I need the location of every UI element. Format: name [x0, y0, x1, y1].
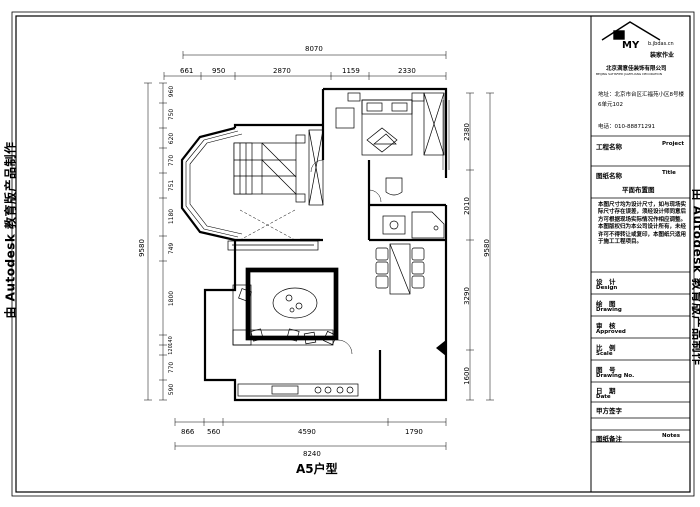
company-name-en: BEIJING SATISFIED JIAZHUANG DECORATION	[596, 72, 662, 76]
dim-bottom-4: 1790	[405, 428, 423, 436]
dim-right-3: 3290	[462, 287, 471, 305]
plan-title: A5户型	[296, 462, 338, 476]
drawing-name-label: 图纸名称	[596, 172, 622, 180]
ceiling-light	[239, 209, 296, 241]
logo-url: b.jbdas.cn	[648, 41, 674, 47]
company-name: 北京满意佳装饰有限公司	[606, 66, 667, 72]
title-block-rules	[591, 135, 690, 443]
edge-stamp-right: 由 Autodesk 教育版产品制作	[690, 189, 700, 366]
edge-stamp-left: 由 Autodesk 教育版产品制作	[3, 141, 18, 319]
entrance-arrow	[436, 340, 446, 356]
drawing-label: 绘 图	[596, 300, 616, 308]
dim-left-4: 770	[168, 154, 176, 167]
date-en: Date	[596, 394, 611, 400]
inner-border	[15, 15, 691, 493]
dim-bottom-2: 560	[207, 428, 221, 436]
dim-bottom-3: 4590	[298, 428, 316, 436]
dim-right-2: 2010	[462, 197, 471, 215]
drawing-name-en: Title	[662, 170, 676, 176]
dim-bottom-total: 8240	[303, 450, 321, 458]
dim-top-4: 1159	[342, 67, 360, 75]
title-block-frame	[590, 15, 691, 493]
logo-tagline: 装家作业	[650, 52, 675, 59]
right-dimensions	[466, 92, 494, 401]
dim-bottom-1: 866	[181, 428, 195, 436]
dim-left-12: 590	[168, 383, 176, 396]
dim-right-total: 9580	[482, 239, 491, 257]
dim-left-1: 960	[168, 85, 176, 98]
client-signature-label: 甲方签字	[596, 407, 622, 415]
drawing-notes-label: 图纸备注	[596, 435, 622, 443]
bay-window	[185, 130, 243, 238]
dim-top-5: 2330	[398, 67, 416, 75]
company-address: 地址：北京市台区汇福苑小区8号楼6单元102	[598, 92, 685, 109]
dim-left-5: 751	[168, 179, 176, 192]
wardrobe-master	[308, 129, 324, 206]
tv-cabinet	[227, 240, 319, 251]
dim-left-8: 1800	[168, 290, 176, 307]
notes-text: 本图尺寸均为设计尺寸，如与现场实际尺寸存在误差，须经设计师同意后方可根据现场实际…	[598, 202, 687, 246]
design-label: 设 计	[596, 278, 616, 286]
dim-left-2: 750	[168, 108, 176, 121]
dim-left-total: 9580	[137, 239, 146, 257]
dim-left-11: 770	[168, 361, 176, 374]
door-swings	[310, 159, 382, 355]
bathroom-fixtures	[382, 177, 445, 239]
dining-table	[375, 243, 425, 295]
dim-top-3: 2870	[273, 67, 291, 75]
left-dimensions	[144, 82, 167, 401]
scale-en: Scale	[596, 351, 613, 357]
company-logo	[601, 21, 661, 41]
drawing-en: Drawing	[596, 307, 622, 313]
drawing-notes-en: Notes	[662, 433, 681, 439]
sheet-border	[11, 11, 695, 497]
approved-label: 审 核	[596, 322, 616, 330]
top-dimensions	[163, 51, 447, 80]
dim-top-2: 950	[212, 67, 226, 75]
window-lines-right	[442, 100, 450, 170]
project-label: 工程名称	[596, 143, 622, 151]
dim-left-3: 620	[168, 132, 176, 145]
dim-left-10: 120	[167, 345, 174, 355]
design-en: Design	[596, 285, 618, 291]
kitchen-counter	[237, 383, 359, 397]
project-en: Project	[662, 141, 685, 147]
dim-left-7: 749	[168, 242, 176, 255]
scale-label: 比 例	[596, 344, 616, 352]
drawing-no-en: Drawing No.	[596, 373, 635, 379]
dim-top-1: 661	[180, 67, 194, 75]
bottom-dimensions	[174, 418, 447, 450]
drawing-no-label: 图 号	[596, 366, 616, 374]
dim-top-total: 8070	[305, 45, 323, 53]
living-sofa	[232, 267, 339, 346]
logo-text: MY	[622, 40, 640, 51]
dim-right-1: 2380	[462, 123, 471, 141]
date-label: 日 期	[596, 387, 616, 395]
approved-en: Approved	[596, 329, 626, 335]
bed-second	[335, 92, 445, 156]
company-phone: 电话：010-88871291	[598, 124, 655, 130]
dim-right-4: 1600	[462, 367, 471, 385]
bed-master	[233, 134, 306, 203]
drawing-name-value: 平面布置图	[622, 186, 655, 194]
dim-left-6: 1180	[168, 208, 176, 225]
